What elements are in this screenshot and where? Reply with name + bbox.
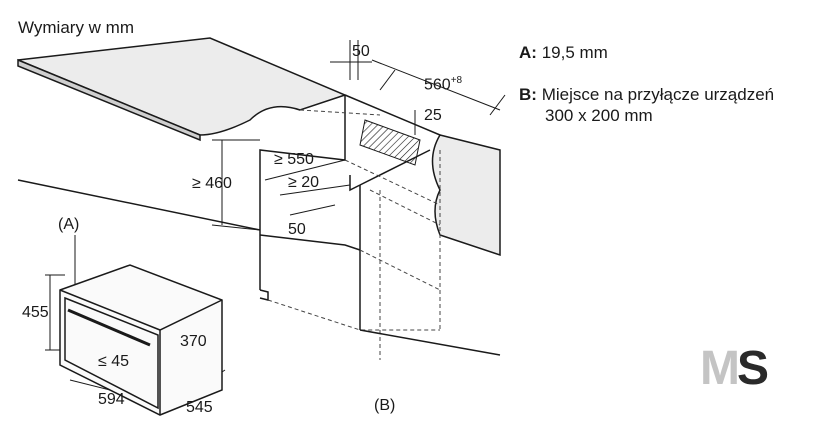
ms-logo: MS	[700, 342, 769, 395]
dim-460: ≥ 460	[192, 175, 232, 192]
dim-50-mid: 50	[288, 221, 306, 238]
logo-m: M	[700, 342, 740, 395]
dim-25: 25	[424, 107, 442, 124]
logo-s: S	[736, 342, 769, 395]
dim-594: 594	[98, 391, 125, 408]
dim-455: 455	[22, 304, 49, 321]
legend-b: B: Miejsce na przyłącze urządzeń	[519, 84, 774, 106]
dim-560-tolerance: +8	[450, 75, 463, 86]
legend-b-key: B:	[519, 85, 537, 104]
legend-b-text: Miejsce na przyłącze urządzeń	[541, 85, 775, 104]
dim-b-marker: (B)	[374, 397, 396, 414]
dim-50-top: 50	[352, 43, 370, 60]
hidden-lines	[267, 109, 441, 360]
dim-545: 545	[186, 399, 213, 416]
floor-line-2	[359, 329, 501, 356]
dim-a-marker: (A)	[58, 216, 80, 233]
oven	[59, 264, 223, 416]
legend-a-text: 19,5 mm	[541, 43, 608, 62]
page-title: Wymiary w mm	[18, 18, 134, 37]
countertop-left	[17, 37, 348, 142]
legend-a: A: 19,5 mm	[519, 42, 608, 64]
dim-45: ≤ 45	[98, 353, 130, 370]
dim-370: 370	[180, 333, 207, 350]
dim-560-value: 560	[424, 76, 451, 94]
floor-line	[17, 179, 261, 231]
dim-550: ≥ 550	[274, 151, 314, 168]
countertop-right	[431, 134, 501, 257]
dim-20: ≥ 20	[288, 174, 320, 191]
connection-area	[359, 119, 421, 166]
cabinet-niche	[259, 94, 441, 330]
dim-560: 560+8	[424, 76, 462, 93]
legend-a-key: A:	[519, 43, 537, 62]
legend-b-text-2: 300 x 200 mm	[545, 106, 653, 125]
